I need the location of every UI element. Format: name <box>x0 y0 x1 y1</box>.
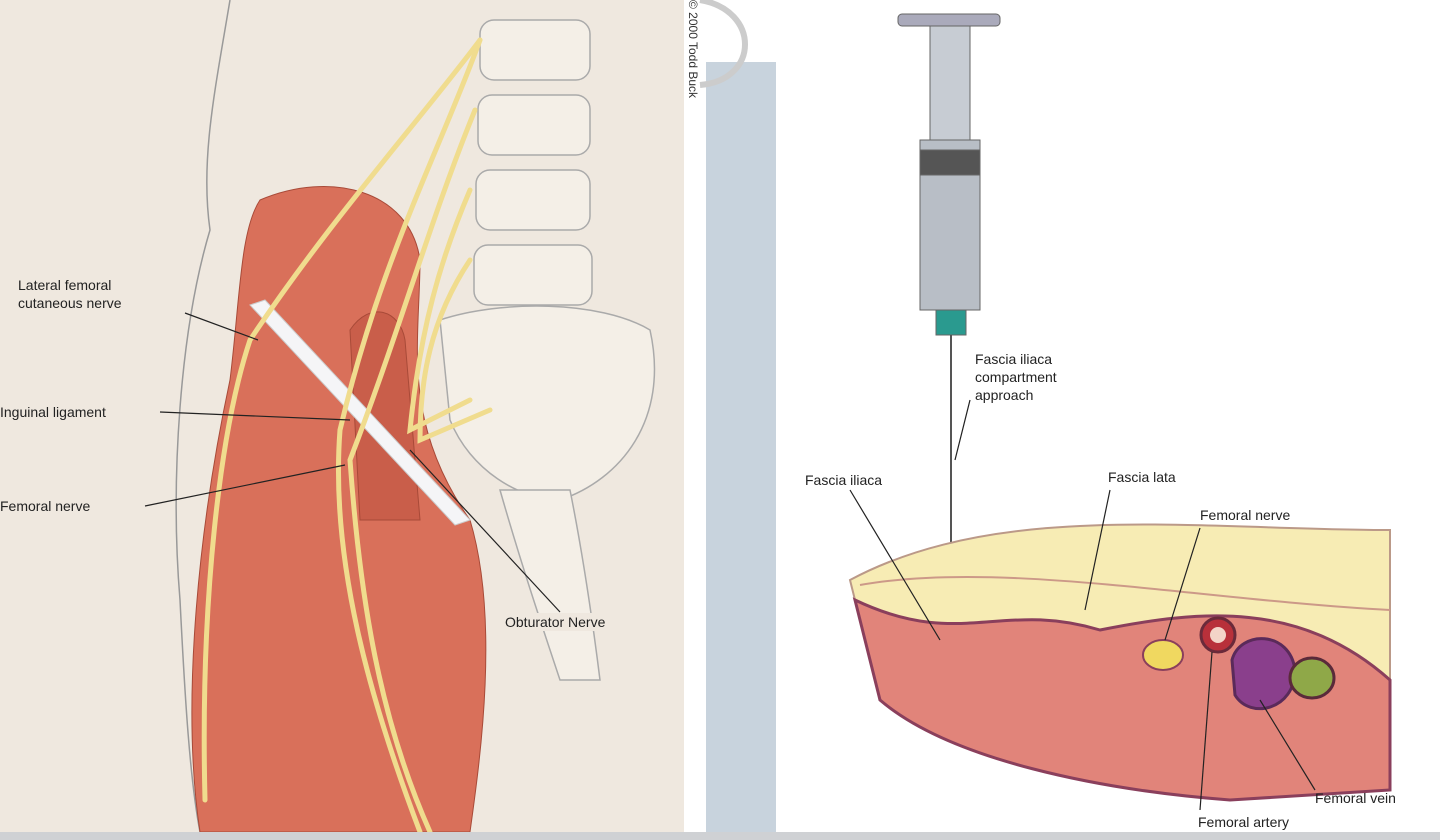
copyright-text: © 2000 Todd Buck <box>686 0 700 99</box>
syringe <box>897 13 1001 645</box>
label-lateral-femoral-cutaneous-nerve: Lateral femoral cutaneous nerve <box>18 277 122 311</box>
cross-section <box>848 523 1392 802</box>
inguinal-ligament <box>249 299 471 526</box>
label-fascia-iliaca: Fascia iliaca <box>805 472 883 488</box>
label-inguinal-ligament: Inguinal ligament <box>0 404 106 420</box>
right-leader-lines <box>849 399 1316 811</box>
label-femoral-artery: Femoral artery <box>1198 814 1290 830</box>
label-fascia-lata: Fascia lata <box>1108 469 1176 485</box>
femoral-nerve-section <box>1142 639 1184 671</box>
lumbar-spine <box>439 19 656 681</box>
divider-bar <box>706 62 776 832</box>
label-femoral-vein: Femoral vein <box>1315 790 1396 806</box>
femoral-vein-section <box>1230 637 1297 711</box>
label-femoral-nerve-right: Femoral nerve <box>1200 507 1291 523</box>
lumbar-plexus-nerves <box>201 37 493 835</box>
left-leader-lines <box>144 312 561 613</box>
label-fascia-iliaca-approach: Fascia iliaca compartment approach <box>975 351 1057 403</box>
body-outline <box>175 0 231 833</box>
label-femoral-nerve-left: Femoral nerve <box>0 498 91 514</box>
label-obturator-nerve: Obturator Nerve <box>505 613 606 631</box>
